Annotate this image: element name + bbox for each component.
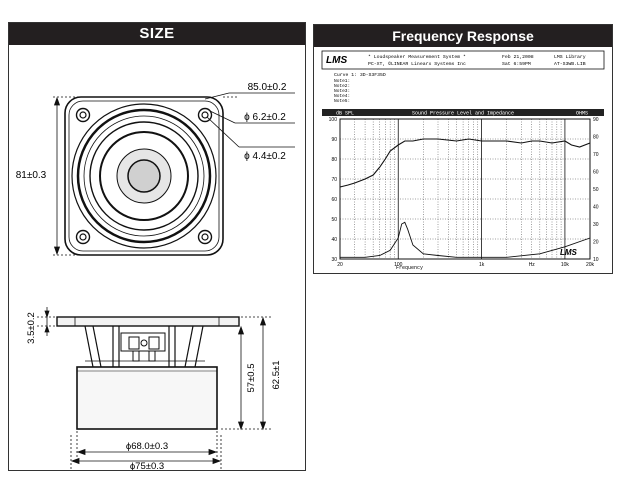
y-right-tick-label: 50 [593, 187, 599, 193]
frame-width-dimension [204, 92, 295, 100]
speaker-dimension-drawing: 81±0.3 85.0±0.2 ϕ 6.2±0.2 ϕ 4.4±0.2 [16, 82, 295, 470]
height-label: 81±0.3 [16, 170, 47, 181]
y-right-tick-label: 30 [593, 222, 599, 228]
speaker-cone [99, 131, 189, 221]
mounting-holes [75, 107, 213, 245]
basket-diameter-label: ϕ75±0.3 [130, 461, 164, 470]
x-tick-label: 20k [586, 262, 595, 268]
library-line-2: AT-S3WB.LIB [554, 61, 586, 67]
x-axis: 20 100 1k Hz 10k 20k [337, 262, 594, 268]
notes-list: Note1: Note2: Note3: Note4: Note5: [334, 78, 350, 104]
note-line: Note1: [334, 78, 350, 84]
y-axis-left: 100 90 80 70 60 50 40 30 [329, 117, 338, 263]
terminals [120, 332, 166, 362]
magnet-diameter-dimension [76, 431, 218, 457]
y-left-tick-label: 50 [331, 217, 337, 223]
magnet [76, 366, 218, 430]
x-tick-label: 20 [337, 262, 343, 268]
y-left-tick-label: 40 [331, 237, 337, 243]
frequency-response-chart: LMS * Loudspeaker Measurement System * P… [321, 50, 605, 271]
x-tick-label: Hz [529, 262, 536, 268]
x-tick-label: 1k [479, 262, 485, 268]
note-line: Note4: [334, 93, 350, 99]
x-axis-title: Frequency [396, 265, 423, 271]
speaker-front-view [64, 96, 224, 256]
y-right-tick-label: 90 [593, 117, 599, 123]
hole-inner-dimension [206, 116, 295, 148]
note-line: Note3: [334, 88, 350, 94]
basket-diameter-dimension [70, 435, 222, 469]
y-right-tick-label: 10 [593, 257, 599, 263]
impedance-curve [340, 221, 591, 258]
y-left-tick-label: 100 [329, 117, 338, 123]
body-depth-label: 57±0.5 [246, 364, 257, 393]
x-tick-label: 100 [394, 262, 403, 268]
system-line-2: PC-XT, ©LINEAR Linearx Systems Inc [368, 60, 466, 67]
body-depth-dimension [221, 325, 249, 431]
hole-inner-label: ϕ 4.4±0.2 [244, 151, 286, 162]
magnet-diameter-label: ϕ68.0±0.3 [126, 441, 168, 452]
speaker-frame [64, 96, 224, 256]
frequency-panel-title: Frequency Response [314, 25, 612, 47]
lms-logo: LMS [326, 55, 347, 66]
plot-area [339, 118, 591, 260]
overall-depth-dimension [241, 316, 271, 431]
y-left-tick-label: 80 [331, 157, 337, 163]
height-dimension [53, 96, 209, 256]
y-right-tick-label: 80 [593, 135, 599, 141]
library-line-1: LMS Library [554, 54, 586, 60]
plot-right-axis-title: OHMS [576, 111, 588, 117]
flange [56, 316, 240, 327]
note-line: Note5: [334, 98, 350, 104]
y-left-tick-label: 30 [331, 257, 337, 263]
hole-outer-dimension [209, 110, 295, 124]
overall-depth-label: 62.5±1 [271, 361, 282, 390]
measure-date: Feb 21,2008 [502, 54, 534, 60]
y-right-tick-label: 40 [593, 205, 599, 211]
frequency-panel: Frequency Response LMS * Loudspeaker Mea… [313, 24, 613, 274]
hole-outer-label: ϕ 6.2±0.2 [244, 112, 286, 123]
size-panel-title: SIZE [9, 23, 305, 45]
y-right-tick-label: 60 [593, 170, 599, 176]
basket [84, 325, 205, 368]
note-line: Note2: [334, 83, 350, 89]
y-right-tick-label: 70 [593, 152, 599, 158]
dust-cap [127, 159, 161, 193]
y-left-tick-label: 90 [331, 137, 337, 143]
spl-curve [339, 138, 591, 188]
y-axis-right: 90 80 70 60 50 40 30 20 10 [593, 117, 599, 263]
system-line-1: * Loudspeaker Measurement System * [368, 54, 466, 60]
plot-title: Sound Pressure Level and Impedance [412, 111, 514, 117]
footer-lms-logo: LMS [560, 248, 578, 257]
flange-label: 3.5±0.2 [26, 312, 37, 344]
plot-left-axis-title: dB SPL [336, 111, 354, 117]
y-right-tick-label: 20 [593, 240, 599, 246]
measure-time: Sat 6:59PM [502, 61, 531, 67]
speaker-side-view [56, 316, 240, 430]
frame-width-label: 85.0±0.2 [248, 82, 287, 93]
x-tick-label: 10k [561, 262, 570, 268]
y-left-tick-label: 70 [331, 177, 337, 183]
size-panel: SIZE [8, 22, 306, 471]
y-left-tick-label: 60 [331, 197, 337, 203]
flange-dimension [37, 307, 55, 336]
curve-label: Curve 1: 3D-S3F35D [334, 72, 386, 78]
